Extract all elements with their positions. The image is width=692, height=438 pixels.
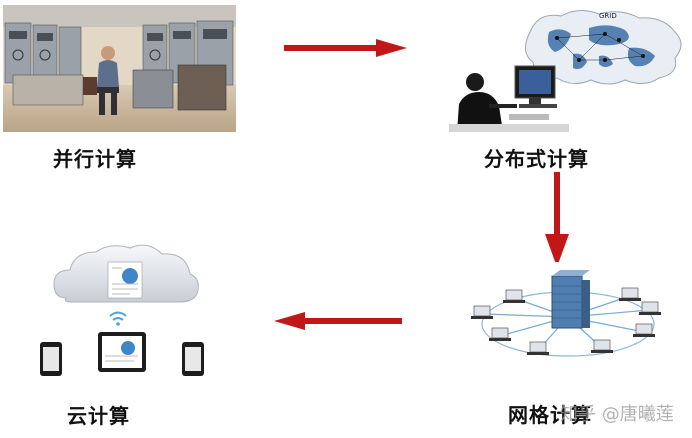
cloud-computing-image — [30, 240, 220, 380]
grid-computing-label: 网格计算 — [508, 403, 592, 427]
distributed-computing-label: 分布式计算 — [484, 147, 589, 171]
arrow-right-icon — [284, 37, 408, 59]
arrow-left-icon — [273, 310, 403, 332]
arrow-down-icon — [544, 172, 570, 268]
parallel-computing-label: 并行计算 — [53, 147, 137, 171]
parallel-computing-image — [3, 5, 236, 132]
watermark: 知乎 @唐曦莲 — [560, 404, 674, 425]
grid-computing-image — [454, 262, 682, 384]
distributed-computing-image: GRID — [449, 4, 690, 132]
cloud-computing-label: 云计算 — [67, 404, 130, 428]
grid-map-label: GRID — [599, 12, 617, 20]
